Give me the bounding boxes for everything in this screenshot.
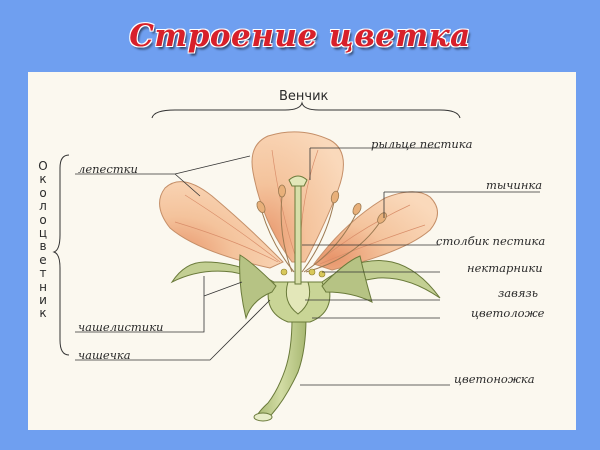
nectaries bbox=[280, 268, 326, 278]
vertical-letter: л bbox=[39, 199, 47, 214]
label-stamen: тычинка bbox=[486, 178, 543, 192]
label-receptacle: цветоложе bbox=[471, 306, 545, 320]
label-nectaries: нектарники bbox=[467, 261, 543, 275]
vertical-letter: к bbox=[39, 306, 47, 321]
vertical-letter: в bbox=[39, 239, 47, 254]
vertical-letter: о bbox=[39, 212, 47, 227]
corolla-bracket bbox=[151, 101, 461, 119]
label-sepals: чашелистики bbox=[78, 320, 164, 334]
ovary bbox=[285, 281, 311, 315]
vertical-letter: к bbox=[39, 172, 47, 187]
vertical-letter: О bbox=[38, 159, 48, 173]
pistil-stigma bbox=[288, 175, 308, 187]
petal-right bbox=[313, 191, 438, 271]
leader-lines bbox=[75, 147, 540, 386]
vertical-letter: о bbox=[39, 185, 47, 200]
label-petals: лепестки bbox=[78, 162, 138, 176]
pistil-style bbox=[294, 181, 302, 285]
petal-left bbox=[159, 181, 284, 269]
slide-title: Строение цветка bbox=[129, 18, 471, 54]
label-stigma: рыльце пестика bbox=[371, 137, 473, 151]
label-calyx: чашечка bbox=[78, 348, 131, 362]
vertical-letter: е bbox=[39, 252, 47, 267]
vertical-letter: и bbox=[39, 293, 47, 308]
vertical-letter: т bbox=[39, 266, 47, 281]
perianth-bracket bbox=[52, 154, 70, 356]
label-pedicel: цветоножка bbox=[454, 372, 535, 386]
pedicel bbox=[255, 317, 307, 420]
sepal-left-lower bbox=[239, 254, 277, 320]
vertical-letter: ц bbox=[38, 226, 48, 241]
label-corolla: Венчик bbox=[279, 89, 329, 104]
sepal-right-lower bbox=[321, 255, 373, 303]
vertical-letter: н bbox=[39, 279, 47, 294]
label-style: столбик пестика bbox=[436, 234, 546, 248]
pedicel-cut bbox=[253, 412, 273, 422]
stamens bbox=[261, 195, 381, 273]
label-ovary: завязь bbox=[498, 286, 538, 300]
